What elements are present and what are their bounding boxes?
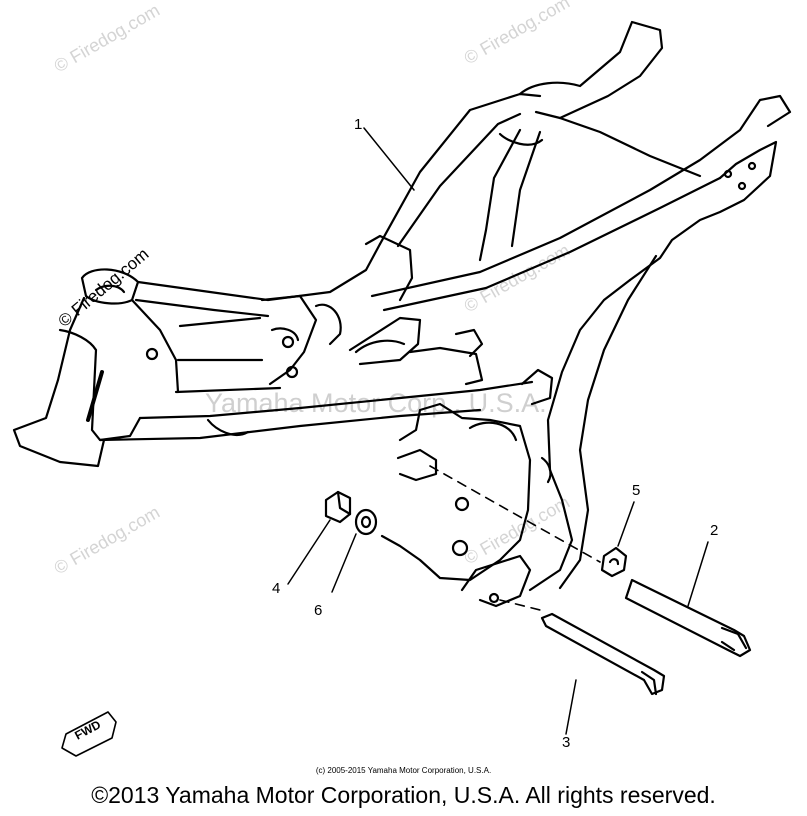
collar-4 (324, 490, 352, 524)
small-copyright: (c) 2005-2015 Yamaha Motor Corporation, … (315, 766, 492, 775)
main-frame (12, 20, 792, 611)
callout-4: 4 (272, 580, 281, 597)
callout-leader-lines (287, 127, 709, 735)
callout-3: 3 (562, 734, 571, 751)
footer-copyright: ©2013 Yamaha Motor Corporation, U.S.A. A… (91, 782, 716, 808)
watermark-center: Yamaha Motor Corp., U.S.A. (205, 388, 547, 418)
callout-6: 6 (314, 602, 323, 619)
callout-5: 5 (632, 482, 641, 499)
collar-5 (600, 546, 628, 578)
bolt-3 (540, 612, 666, 696)
fwd-arrow-icon (61, 711, 117, 757)
bolt-2 (624, 578, 752, 658)
washer-6 (354, 508, 378, 536)
callout-2: 2 (710, 522, 719, 539)
callout-1: 1 (354, 116, 363, 133)
